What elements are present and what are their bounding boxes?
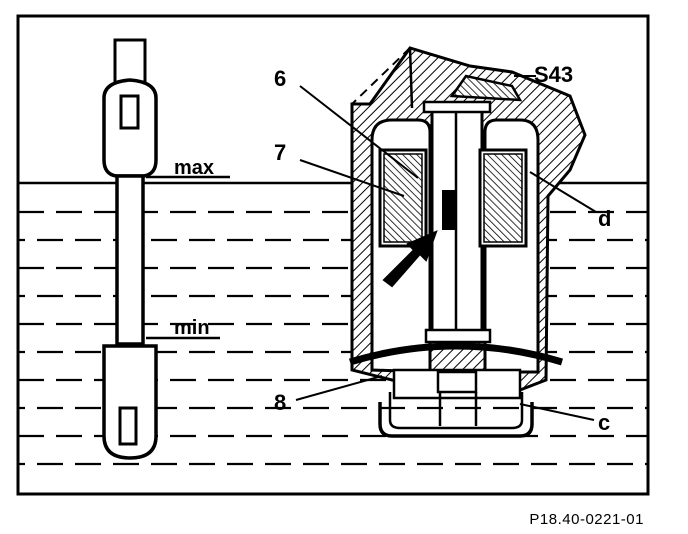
max-label: max	[174, 157, 214, 179]
min-label: min	[174, 317, 210, 339]
dipstick	[102, 38, 158, 460]
label-c: c	[598, 410, 610, 435]
s43-cap	[449, 74, 523, 102]
label-6: 6	[274, 66, 286, 91]
label-8: 8	[274, 390, 286, 415]
sensor-cross-section	[348, 46, 587, 438]
figure-reference-code: P18.40-0221-01	[529, 511, 644, 528]
flow-arrow	[382, 230, 438, 288]
reed-contact	[442, 190, 456, 230]
label-7: 7	[274, 140, 286, 165]
label-s43: S43	[534, 62, 573, 87]
coil-left	[383, 153, 423, 243]
label-d: d	[598, 206, 611, 231]
coil-right	[483, 153, 523, 243]
leader-lines	[295, 75, 597, 421]
